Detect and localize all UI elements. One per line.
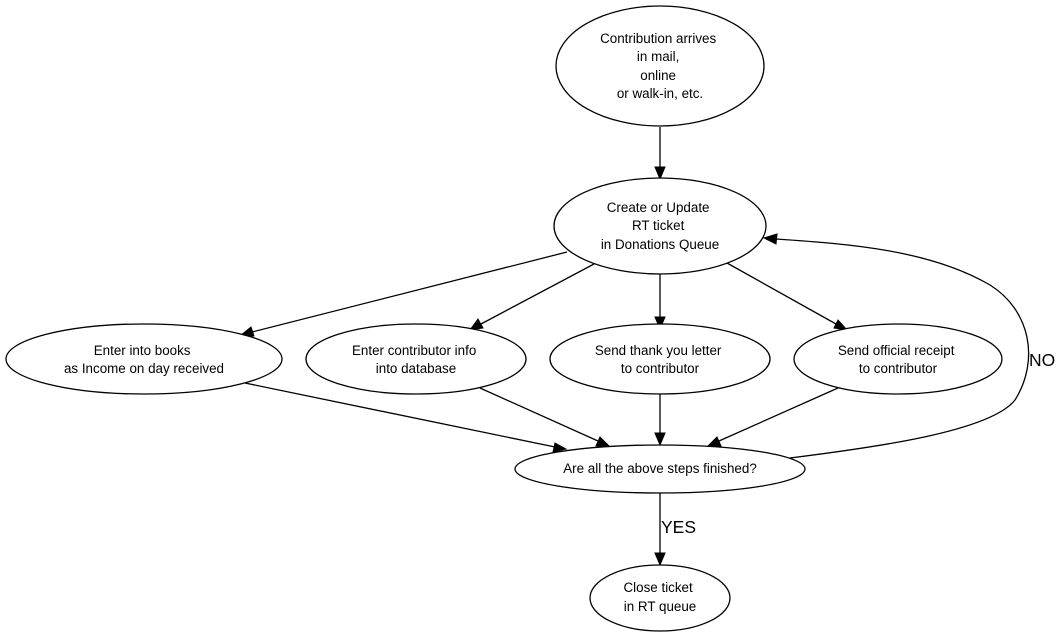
- node-line: in Donations Queue: [601, 237, 719, 252]
- node-enter-database: Enter contributor info into database: [305, 323, 527, 395]
- node-thank-you-letter-label: Send thank you letter to contributor: [595, 343, 725, 376]
- node-close-ticket-label: Close ticket in RT queue: [624, 580, 697, 614]
- edge-ticket-to-thankyou: [654, 274, 666, 331]
- node-line: Contribution arrives: [600, 31, 716, 46]
- node-line: Send thank you letter: [595, 343, 722, 358]
- node-line: as Income on day received: [64, 361, 224, 376]
- edges: [238, 127, 1030, 567]
- node-contribution-arrives-label: Contribution arrives in mail, online or …: [600, 31, 720, 101]
- node-line: in RT queue: [624, 599, 696, 614]
- node-line: Send official receipt: [838, 343, 955, 358]
- node-enter-books-label: Enter into books as Income on day receiv…: [64, 343, 224, 376]
- no-edge-label: NO: [1029, 350, 1055, 370]
- node-line: Create or Update: [607, 200, 710, 215]
- edge-check-to-ticket-loop: [762, 233, 1030, 459]
- node-line: to contributor: [621, 361, 700, 376]
- node-line: in mail,: [637, 49, 679, 64]
- edge-ticket-to-receipt: [726, 262, 849, 331]
- node-line: into database: [376, 361, 456, 376]
- node-official-receipt: Send official receipt to contributor: [793, 323, 1003, 395]
- edge-receipt-to-check: [706, 387, 839, 447]
- node-thank-you-letter: Send thank you letter to contributor: [549, 323, 771, 395]
- node-line: Close ticket: [624, 580, 693, 595]
- edge-database-to-check: [479, 387, 611, 447]
- edge-arrival-to-ticket: [654, 127, 666, 181]
- node-close-ticket: Close ticket in RT queue: [589, 564, 731, 632]
- node-create-ticket-label: Create or Update RT ticket in Donations …: [601, 200, 719, 252]
- node-steps-finished-check: Are all the above steps finished?: [514, 444, 806, 494]
- node-line: Enter contributor info: [352, 343, 476, 358]
- yes-edge-label: YES: [661, 517, 696, 537]
- node-enter-books: Enter into books as Income on day receiv…: [5, 323, 283, 395]
- node-line: RT ticket: [632, 218, 685, 233]
- edge-thankyou-to-check: [654, 394, 666, 447]
- node-steps-finished-check-label: Are all the above steps finished?: [563, 461, 757, 476]
- node-line: to contributor: [859, 361, 938, 376]
- node-line: or walk-in, etc.: [617, 86, 703, 101]
- node-enter-database-label: Enter contributor info into database: [352, 343, 480, 376]
- node-line: online: [640, 68, 676, 83]
- edge-ticket-to-books: [238, 251, 568, 337]
- node-contribution-arrives: Contribution arrives in mail, online or …: [555, 5, 765, 127]
- edge-check-to-close: [654, 493, 666, 567]
- node-line: Enter into books: [94, 343, 191, 358]
- edge-books-to-check: [244, 382, 568, 453]
- edge-ticket-to-database: [468, 263, 595, 331]
- node-official-receipt-label: Send official receipt to contributor: [838, 343, 958, 376]
- node-line: Are all the above steps finished?: [563, 461, 757, 476]
- node-create-ticket: Create or Update RT ticket in Donations …: [553, 177, 767, 275]
